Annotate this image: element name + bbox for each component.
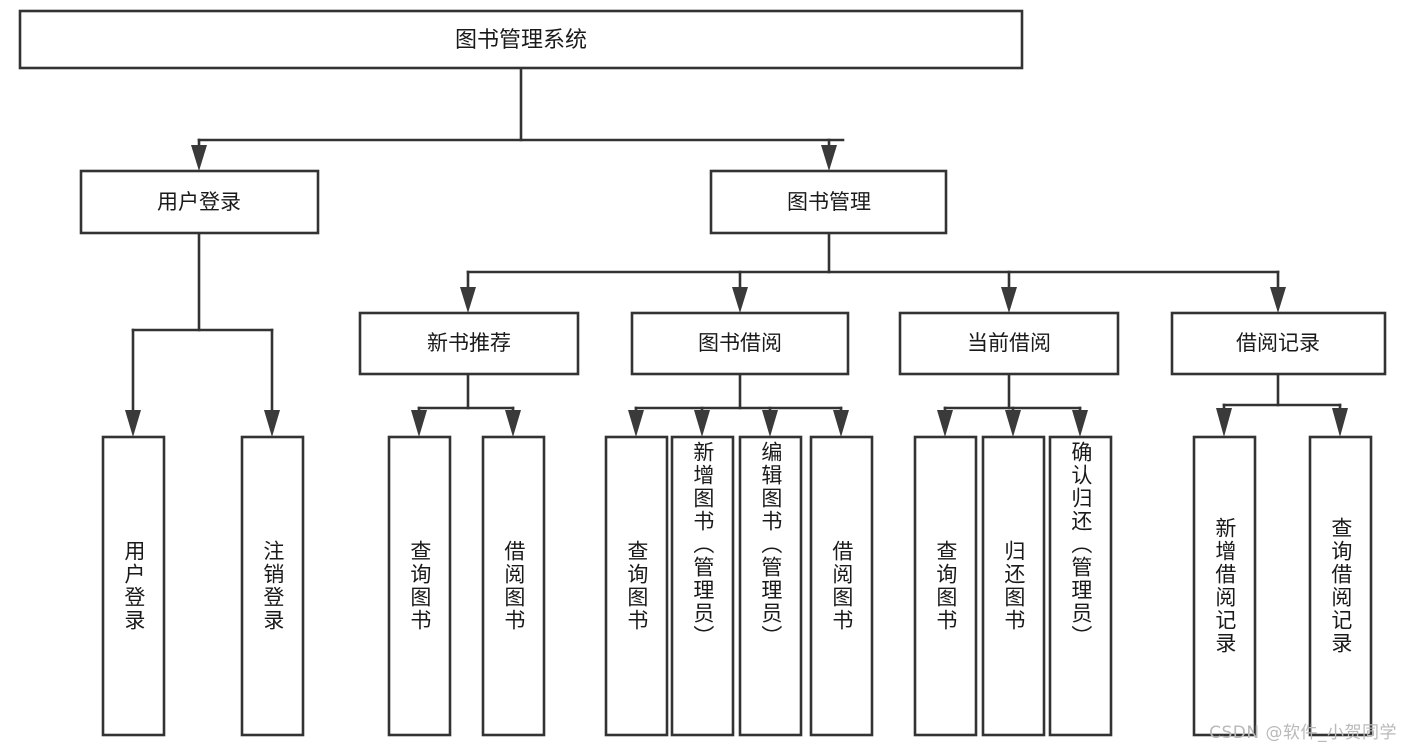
node-current-borrow[interactable]: 当前借阅: [898, 311, 1120, 376]
leaf-box-borrow-book-2[interactable]: [809, 435, 874, 737]
node-book-borrow[interactable]: 图书借阅: [630, 311, 850, 376]
leaf-boxes: [101, 435, 1373, 737]
connector-currentborrow-to-leaves: [937, 372, 1088, 437]
node-user-login[interactable]: 用户登录: [79, 169, 320, 235]
node-user-login-label: 用户登录: [157, 190, 241, 214]
leaf-box-query-book-1[interactable]: [387, 435, 452, 737]
leaf-box-query-book-2[interactable]: [604, 435, 669, 737]
node-new-book-rec-label: 新书推荐: [427, 331, 511, 355]
connector-root-to-level2: [191, 66, 845, 171]
node-current-borrow-label: 当前借阅: [967, 331, 1051, 355]
leaf-box-add-book[interactable]: [670, 435, 735, 737]
connector-newbook-to-leaves: [411, 372, 521, 437]
leaf-box-user-login[interactable]: [101, 435, 166, 737]
leaf-box-add-record[interactable]: [1192, 435, 1257, 737]
leaf-box-return-book[interactable]: [981, 435, 1046, 737]
node-book-manage-label: 图书管理: [787, 190, 871, 214]
leaf-box-query-record[interactable]: [1308, 435, 1373, 737]
node-borrow-record-label: 借阅记录: [1236, 331, 1320, 355]
connector-bookmanage-to-level3: [460, 231, 1286, 313]
node-root[interactable]: 图书管理系统: [18, 9, 1024, 70]
leaf-box-edit-book[interactable]: [738, 435, 803, 737]
node-new-book-rec[interactable]: 新书推荐: [358, 311, 580, 376]
node-borrow-record[interactable]: 借阅记录: [1170, 311, 1387, 376]
node-book-manage[interactable]: 图书管理: [709, 169, 948, 235]
leaf-box-query-book-3[interactable]: [913, 435, 978, 737]
connector-bookborrow-to-leaves: [628, 372, 849, 437]
leaf-box-borrow-book-1[interactable]: [481, 435, 546, 737]
watermark-text: CSDN @软件_小贺同学: [1209, 723, 1397, 743]
node-root-label: 图书管理系统: [455, 28, 587, 53]
node-book-borrow-label: 图书借阅: [698, 331, 782, 355]
leaf-box-confirm-return[interactable]: [1048, 435, 1113, 737]
leaf-box-logout[interactable]: [240, 435, 305, 737]
connector-userlogin-to-leaves: [125, 231, 280, 437]
connector-borrowrecord-to-leaves: [1216, 372, 1348, 437]
